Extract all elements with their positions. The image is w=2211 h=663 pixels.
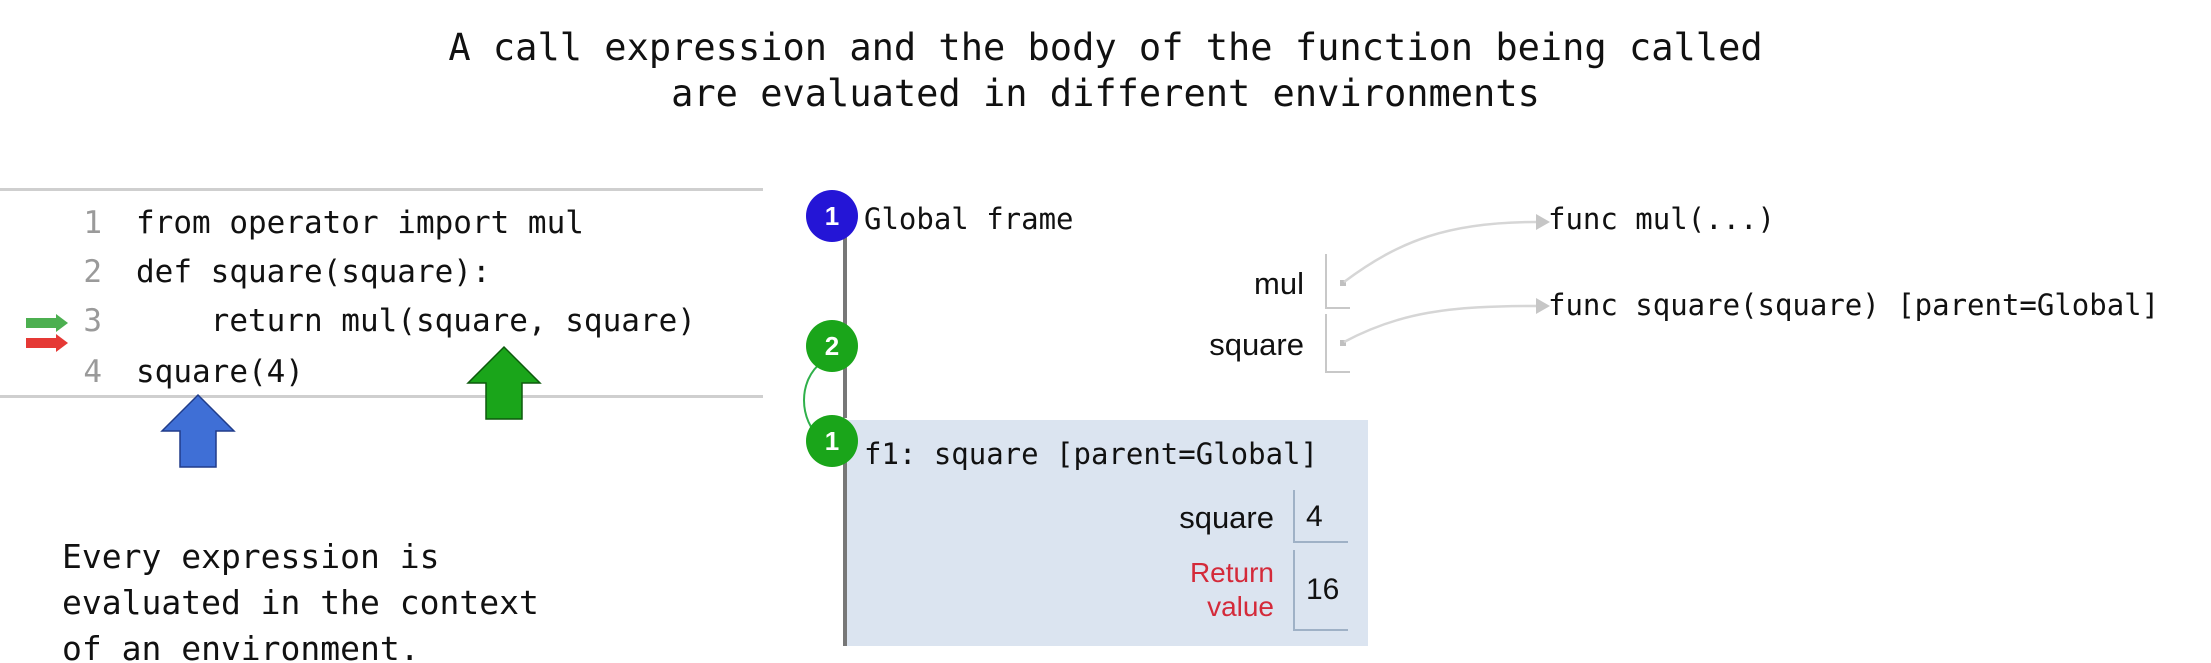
code-text: from operator import mul xyxy=(136,205,584,241)
func-mul-object: func mul(...) xyxy=(1548,202,1775,236)
return-label-line-2: value xyxy=(1207,591,1274,622)
f1-binding-square-value: 4 xyxy=(1306,500,1323,533)
mul-pointer-arrow xyxy=(1343,220,1537,284)
global-frame-title: Global frame xyxy=(864,202,1074,236)
line-number: 2 xyxy=(83,254,102,290)
square-binding-box xyxy=(1325,314,1350,373)
code-text: return mul(square, square) xyxy=(136,303,696,339)
line-number: 3 xyxy=(83,303,102,339)
code-bottom-rule xyxy=(0,395,763,398)
next-line-arrow-icon xyxy=(26,314,68,332)
square-pointer-dot xyxy=(1340,340,1346,346)
global-binding-square-name: square xyxy=(1209,327,1304,362)
return-label-line-1: Return xyxy=(1189,557,1274,588)
line-number: 4 xyxy=(83,354,102,390)
f1-frame-box xyxy=(845,420,1368,646)
code-text: square(4) xyxy=(136,354,304,390)
svg-text:1: 1 xyxy=(825,201,839,231)
caption: Every expression is evaluated in the con… xyxy=(62,534,539,663)
slide-title-line-1: A call expression and the body of the fu… xyxy=(448,26,1763,69)
call-badge: 2 xyxy=(806,320,858,372)
code-line-3[interactable]: 3 return mul(square, square) xyxy=(0,303,763,347)
blue-up-arrow-icon xyxy=(160,393,236,468)
return-value-label: Return value xyxy=(1120,556,1274,624)
global-frame-badge: 1 xyxy=(806,190,858,242)
square-pointer-arrow xyxy=(1343,304,1537,344)
code-line-2[interactable]: 2 def square(square): xyxy=(0,254,763,298)
svg-text:2: 2 xyxy=(825,331,839,361)
code-line-4[interactable]: 4 square(4) xyxy=(0,354,763,398)
green-up-arrow-icon xyxy=(466,345,542,420)
f1-frame-title: f1: square [parent=Global] xyxy=(864,437,1318,471)
caption-line-3: of an environment. xyxy=(62,629,420,663)
svg-text:1: 1 xyxy=(825,426,839,456)
func-square-object: func square(square) [parent=Global] xyxy=(1548,288,2160,322)
global-binding-mul-name: mul xyxy=(1254,266,1304,301)
mul-pointer-dot xyxy=(1340,280,1346,286)
f1-square-binding-box xyxy=(1293,490,1348,543)
slide-title-line-2: are evaluated in different environments xyxy=(671,72,1540,115)
mul-binding-box xyxy=(1325,254,1350,309)
caption-line-1: Every expression is xyxy=(62,537,440,576)
code-line-1[interactable]: 1 from operator import mul xyxy=(0,205,763,249)
f1-frame-badge: 1 xyxy=(806,415,858,467)
code-top-rule xyxy=(0,188,763,191)
line-number: 1 xyxy=(83,205,102,241)
mul-pointer-arrowhead-icon xyxy=(1536,214,1550,230)
square-pointer-arrowhead-icon xyxy=(1536,298,1550,314)
return-value: 16 xyxy=(1306,573,1340,606)
f1-binding-square-name: square xyxy=(1179,500,1274,535)
line-pointer-arrows xyxy=(26,314,68,352)
f1-return-binding-box xyxy=(1293,550,1348,631)
current-line-arrow-icon xyxy=(26,334,68,352)
caption-line-2: evaluated in the context xyxy=(62,583,539,622)
code-text: def square(square): xyxy=(136,254,491,290)
